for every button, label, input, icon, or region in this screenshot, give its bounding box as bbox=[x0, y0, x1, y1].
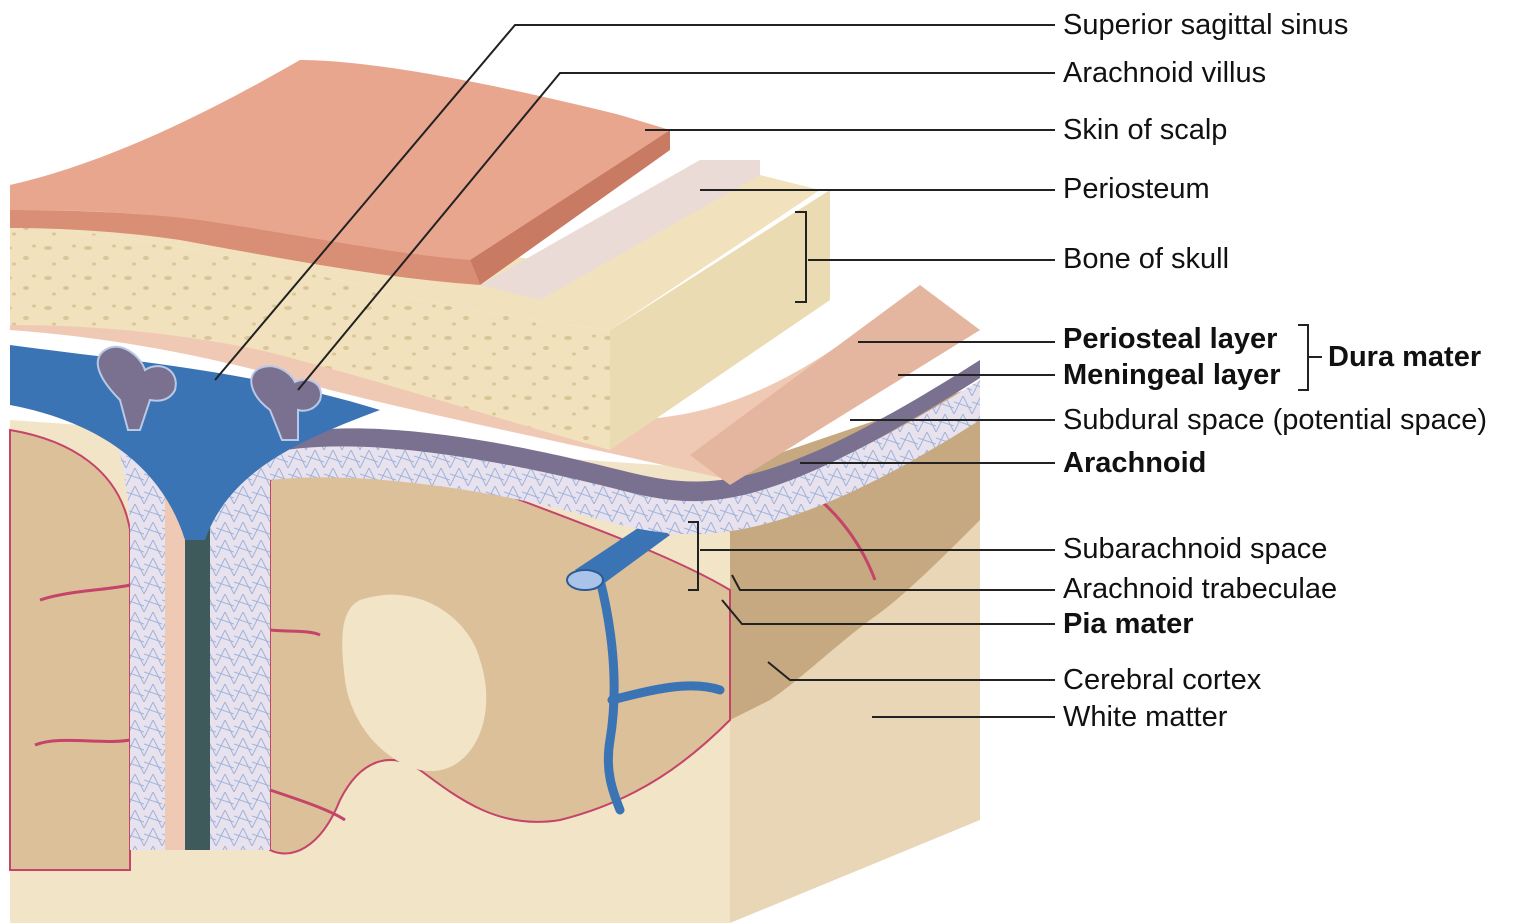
vessel-opening bbox=[567, 570, 603, 590]
label-pia-mater: Pia mater bbox=[1063, 607, 1194, 641]
label-bone-of-skull: Bone of skull bbox=[1063, 242, 1229, 276]
leader-bone-of-skull bbox=[795, 212, 1055, 302]
label-dura-mater: Dura mater bbox=[1328, 340, 1481, 374]
label-periosteum: Periosteum bbox=[1063, 172, 1210, 206]
label-white-matter: White matter bbox=[1063, 700, 1227, 734]
label-subarachnoid-space: Subarachnoid space bbox=[1063, 532, 1327, 566]
label-superior-sagittal-sinus: Superior sagittal sinus bbox=[1063, 8, 1348, 42]
label-skin-of-scalp: Skin of scalp bbox=[1063, 113, 1227, 147]
label-arachnoid: Arachnoid bbox=[1063, 446, 1206, 480]
label-arachnoid-trabeculae: Arachnoid trabeculae bbox=[1063, 572, 1337, 606]
label-subdural-space: Subdural space (potential space) bbox=[1063, 403, 1487, 437]
leader-dura-bracket bbox=[1298, 325, 1322, 390]
label-meningeal-layer: Meningeal layer bbox=[1063, 358, 1281, 392]
label-arachnoid-villus: Arachnoid villus bbox=[1063, 56, 1266, 90]
label-periosteal-layer: Periosteal layer bbox=[1063, 322, 1277, 356]
label-cerebral-cortex: Cerebral cortex bbox=[1063, 663, 1261, 697]
cortex-left-gyrus bbox=[10, 430, 130, 870]
